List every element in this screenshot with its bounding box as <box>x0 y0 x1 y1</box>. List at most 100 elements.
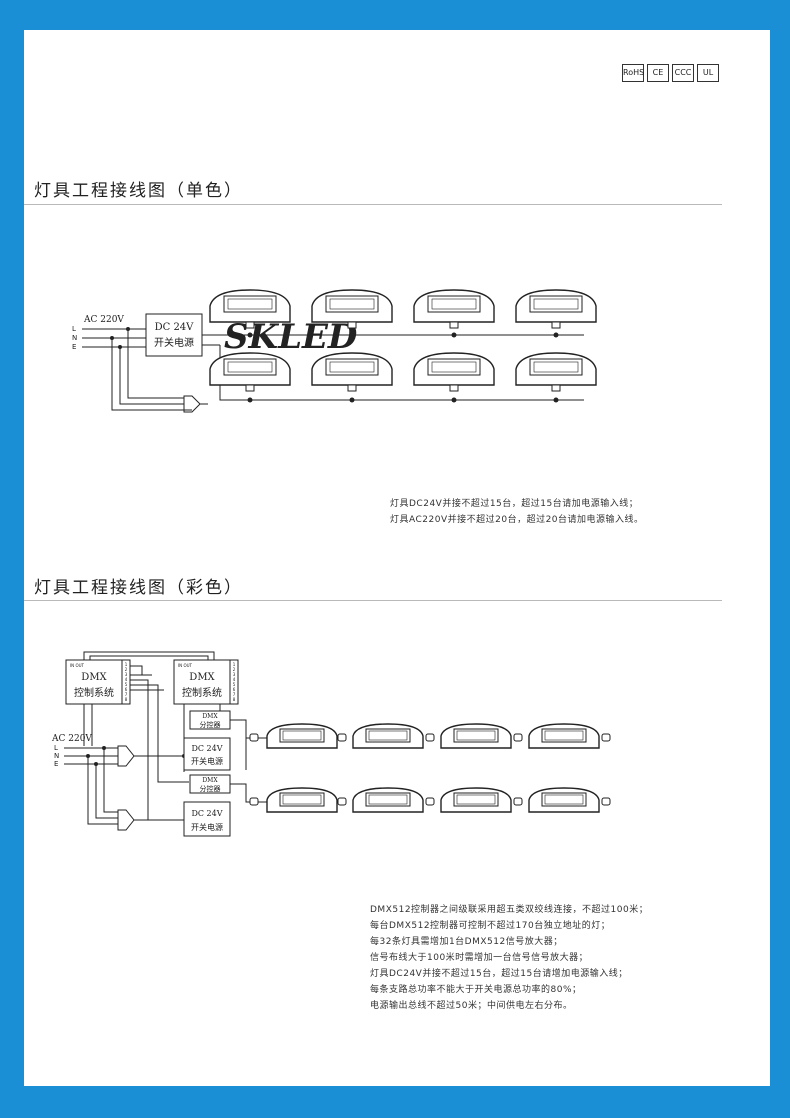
line-label-n: N <box>54 752 59 760</box>
dmx-controller-2: IN OUT DMX 控制系统 <box>173 659 239 705</box>
rgb-wiring-diagram: IN OUT DMX 控制系统 IN OUT DMX 控制系统 1 2 3 4 … <box>51 651 611 837</box>
luminaire-connector <box>249 733 259 742</box>
ac-input-label: AC 220V <box>83 315 124 325</box>
luminaire <box>209 289 291 338</box>
luminaire <box>413 352 495 403</box>
certification-marks: RoHS CE CCC UL <box>622 64 719 82</box>
luminaire-connector <box>425 797 435 806</box>
luminaire-connector <box>601 797 611 806</box>
note-line: 信号布线大于100米时需增加一台信号信号放大器； <box>370 953 589 963</box>
psu-label-line1: DC 24V <box>191 744 222 753</box>
dmx-terminal-numbers-2: 1 2 3 4 5 6 7 8 <box>233 662 236 702</box>
note-line: 每32条灯具需增加1台DMX512信号放大器； <box>370 937 563 947</box>
section1-title: 灯具工程接线图（单色） <box>34 181 243 201</box>
terminal-number: 8 <box>233 697 236 702</box>
section2-notes: DMX512控制器之间级联采用超五类双绞线连接，不超过100米； 每台DMX51… <box>370 902 648 1014</box>
rgb-luminaire <box>266 723 338 749</box>
luminaire-connector <box>337 797 347 806</box>
rgb-luminaire <box>352 723 424 749</box>
splitter-label-line1: DMX <box>202 713 218 720</box>
rgb-luminaire <box>528 723 600 749</box>
section2-title: 灯具工程接线图（彩色） <box>34 578 243 598</box>
rgb-luminaire <box>528 787 600 813</box>
luminaire <box>311 289 393 338</box>
rgb-luminaire <box>440 723 512 749</box>
line-label-e: E <box>72 343 76 351</box>
splitter-label-line1: DMX <box>202 777 218 784</box>
note-line: 灯具DC24V并接不超过15台，超过15台请加电源输入线； <box>390 499 639 509</box>
psu-box-1: DC 24V 开关电源 <box>183 737 231 771</box>
luminaire <box>209 352 291 403</box>
ce-icon: CE <box>647 64 669 82</box>
dmx-splitter-1: DMX 分控器 <box>189 710 231 730</box>
rgb-luminaire-row-1 <box>249 723 611 749</box>
line-label-e: E <box>54 760 58 768</box>
terminal-number: 2 <box>125 667 128 672</box>
psu-label-line2: 开关电源 <box>191 756 223 766</box>
terminal-number: 7 <box>233 692 236 697</box>
terminal-number: 3 <box>233 672 236 677</box>
dmx-port-label: IN OUT <box>178 663 193 668</box>
luminaire-connector <box>249 797 259 806</box>
dmx-terminal-numbers-1: 1 2 3 4 5 6 7 8 <box>125 662 128 702</box>
luminaire <box>515 352 597 403</box>
dmx-splitter-2: DMX 分控器 <box>189 774 231 794</box>
rgb-luminaire-row-2 <box>249 787 611 813</box>
splitter-bus <box>230 719 254 803</box>
dmx-port-label: IN OUT <box>70 663 85 668</box>
luminaire-row-2 <box>209 352 597 403</box>
line-label-l: L <box>72 325 76 333</box>
line-label-n: N <box>72 334 77 342</box>
dmx-sublabel: 控制系统 <box>74 686 114 699</box>
note-line: 灯具DC24V并接不超过15台，超过15台请增加电源输入线； <box>370 969 628 979</box>
luminaire-connector <box>513 797 523 806</box>
section1-divider <box>24 204 722 205</box>
section2-divider <box>24 600 722 601</box>
terminal-number: 4 <box>233 677 236 682</box>
dmx-label: DMX <box>81 672 107 683</box>
note-line: 灯具AC220V并接不超过20台，超过20台请加电源输入线。 <box>390 515 644 525</box>
rohs-icon: RoHS <box>622 64 644 82</box>
terminal-number: 5 <box>233 682 236 687</box>
psu-label-line1: DC 24V <box>155 322 195 333</box>
psu-box-2: DC 24V 开关电源 <box>183 801 231 837</box>
note-line: 每台DMX512控制器可控制不超过170台独立地址的灯； <box>370 921 611 931</box>
splitter-label-line2: 分控器 <box>200 720 221 729</box>
ac-wires <box>82 328 208 413</box>
single-color-wiring-diagram: SKLED AC 220V L N E DC 24V 开关电源 <box>72 289 597 413</box>
luminaire-connector <box>601 733 611 742</box>
line-label-l: L <box>54 744 58 752</box>
rgb-luminaire <box>266 787 338 813</box>
terminal-number: 8 <box>125 697 128 702</box>
note-line: 电源输出总线不超过50米；中间供电左右分布。 <box>370 1001 573 1011</box>
terminal-number: 7 <box>125 692 128 697</box>
ccc-icon: CCC <box>672 64 694 82</box>
ac-junctions <box>110 327 130 349</box>
note-line: 每条支路总功率不能大于开关电源总功率的80%； <box>370 985 582 995</box>
terminal-number: 1 <box>125 662 128 667</box>
note-line: DMX512控制器之间级联采用超五类双绞线连接，不超过100米； <box>370 905 649 915</box>
luminaire-row-1 <box>209 289 597 338</box>
luminaire <box>311 352 393 403</box>
psu-label-line1: DC 24V <box>191 809 222 818</box>
luminaire-connector <box>425 733 435 742</box>
terminal-number: 3 <box>125 672 128 677</box>
terminal-number: 6 <box>125 687 128 692</box>
ac-wires <box>64 704 184 831</box>
rgb-luminaire <box>440 787 512 813</box>
luminaire-connector <box>337 733 347 742</box>
psu-label-line2: 开关电源 <box>154 336 194 349</box>
terminal-number: 5 <box>125 682 128 687</box>
dmx-label: DMX <box>189 672 215 683</box>
terminal-number: 4 <box>125 677 128 682</box>
section1-notes: 灯具DC24V并接不超过15台，超过15台请加电源输入线； 灯具AC220V并接… <box>390 496 644 528</box>
document-page: RoHS CE CCC UL 灯具工程接线图（单色） SKLED AC 220V… <box>24 30 770 1086</box>
terminal-number: 6 <box>233 687 236 692</box>
psu-label-line2: 开关电源 <box>191 822 223 832</box>
luminaire-connector <box>513 733 523 742</box>
ac-input-label: AC 220V <box>51 734 92 744</box>
rgb-luminaire <box>352 787 424 813</box>
dmx-controller-1: IN OUT DMX 控制系统 <box>65 659 131 705</box>
ul-icon: UL <box>697 64 719 82</box>
luminaire <box>515 289 597 338</box>
